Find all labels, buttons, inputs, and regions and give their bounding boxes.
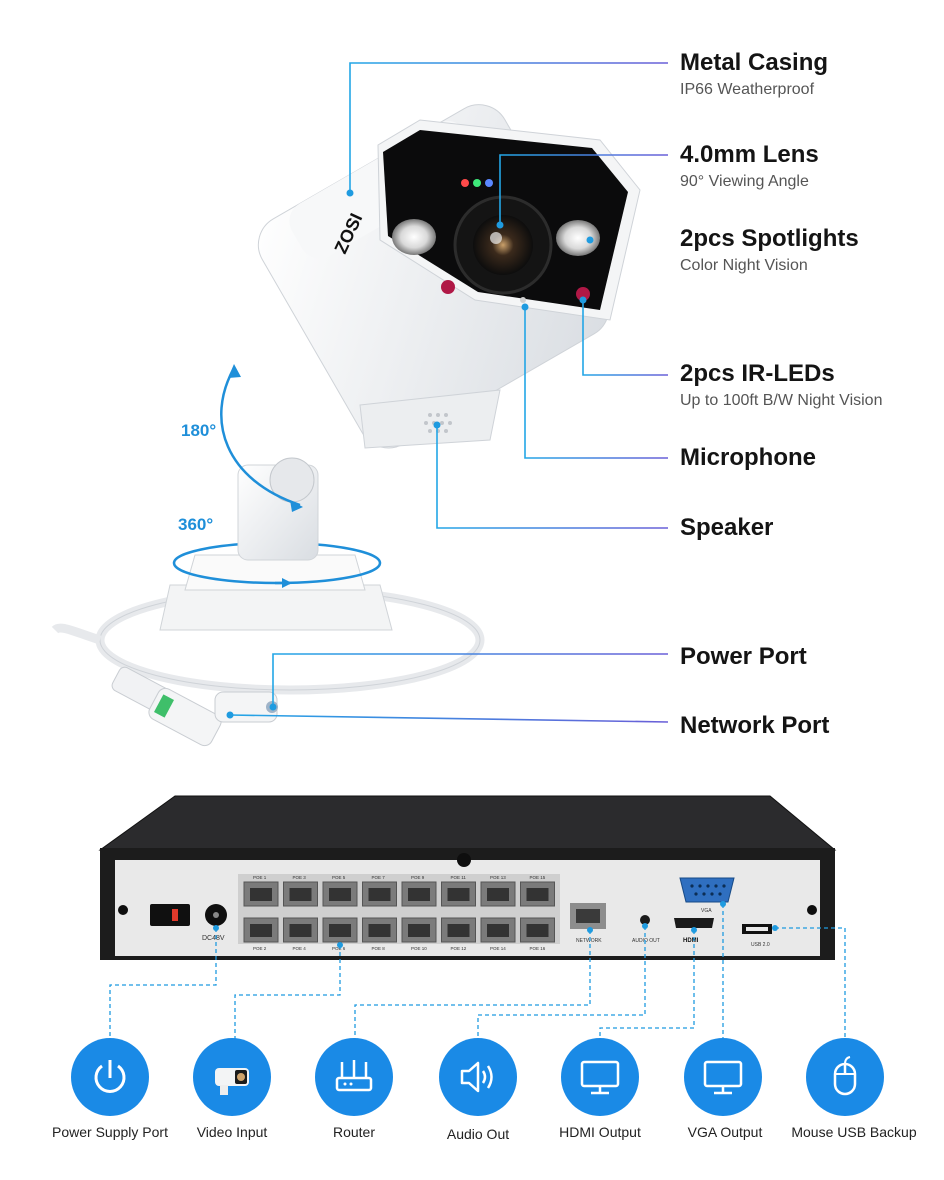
poe-port-label: POE 9 [411, 875, 425, 880]
router-icon [335, 1060, 373, 1092]
svg-text:AUDIO OUT: AUDIO OUT [632, 938, 660, 944]
port-label-router: Router [332, 1124, 376, 1140]
port-label-audio-out: Audio Out [446, 1126, 510, 1142]
video-input-icon-circle [193, 1038, 271, 1116]
hdmi-output-icon-circle [561, 1038, 639, 1116]
router-icon-circle [315, 1038, 393, 1116]
feature-title: Speaker [680, 514, 774, 541]
vga-output-icon-circle [684, 1038, 762, 1116]
feature-subtitle: IP66 Weatherproof [680, 81, 815, 98]
feature-title: 2pcs IR-LEDs [680, 360, 835, 387]
poe-port-label: POE 10 [411, 946, 427, 951]
poe-port-label: POE 5 [332, 875, 346, 880]
nvr-rear-panel: DC48V POE 1 POE 2 POE 3 POE 4 POE 5 POE 6 POE … [98, 795, 846, 1042]
feature-lens: 4.0mm Lens 90° Viewing Angle [680, 140, 819, 192]
feature-title: 2pcs Spotlights [680, 225, 859, 252]
poe-port-label: POE 3 [293, 875, 307, 880]
svg-text:DC48V: DC48V [202, 935, 225, 942]
feature-title: Power Port [680, 643, 807, 670]
poe-port-label: POE 8 [372, 946, 386, 951]
svg-text:USB 2.0: USB 2.0 [751, 942, 770, 948]
feature-network-port: Network Port [680, 711, 829, 741]
camera-illustration: ZOSI [51, 62, 669, 747]
poe-port-label: POE 12 [451, 946, 467, 951]
poe-port-label: POE 15 [530, 875, 546, 880]
feature-ir-leds: 2pcs IR-LEDs Up to 100ft B/W Night Visio… [680, 359, 882, 411]
mouse-icon [833, 1056, 857, 1096]
feature-title: Microphone [680, 444, 816, 471]
poe-port-label: POE 2 [253, 946, 267, 951]
feature-metal-casing: Metal Casing IP66 Weatherproof [680, 48, 828, 100]
feature-microphone: Microphone [680, 443, 816, 473]
poe-port-label: POE 11 [451, 875, 467, 880]
poe-port-label: POE 14 [490, 946, 506, 951]
feature-subtitle: Up to 100ft B/W Night Vision [680, 392, 883, 409]
feature-subtitle: 90° Viewing Angle [680, 173, 809, 190]
port-label-video-input: Video Input [196, 1124, 268, 1140]
camera-icon [215, 1068, 249, 1095]
poe-port-label: POE 4 [293, 946, 307, 951]
svg-text:NETWORK: NETWORK [576, 938, 602, 944]
cable-connectors [111, 666, 278, 747]
poe-port [401, 917, 437, 943]
pan-angle-label: 360° [178, 515, 214, 534]
poe-port-label: POE 7 [372, 875, 386, 880]
feature-subtitle: Color Night Vision [680, 257, 808, 274]
monitor-icon [703, 1060, 743, 1095]
feature-speaker: Speaker [680, 513, 773, 543]
port-label-power-supply: Power Supply Port [52, 1124, 168, 1140]
poe-port-label: POE 1 [253, 875, 267, 880]
feature-title: Network Port [680, 712, 830, 739]
power-icon [94, 1060, 126, 1093]
poe-port-label: POE 6 [332, 946, 346, 951]
mouse-usb-icon-circle [806, 1038, 884, 1116]
audio-out-icon-circle [439, 1038, 517, 1116]
tilt-angle-label: 180° [181, 421, 217, 440]
speaker-icon [460, 1061, 493, 1093]
feature-power-port: Power Port [680, 642, 807, 672]
poe-port [441, 881, 476, 907]
port-label-hdmi-output: HDMI Output [559, 1124, 641, 1140]
feature-title: Metal Casing [680, 49, 829, 76]
feature-spotlights: 2pcs Spotlights Color Night Vision [680, 224, 859, 276]
poe-port-label: POE 16 [530, 946, 546, 951]
port-label-vga-output: VGA Output [687, 1124, 763, 1140]
poe-port [441, 917, 476, 943]
port-label-mouse-usb: Mouse USB Backup [791, 1124, 917, 1140]
power-port-icon-circle [71, 1038, 149, 1116]
feature-title: 4.0mm Lens [680, 141, 819, 168]
svg-text:HDMI: HDMI [683, 938, 699, 944]
monitor-icon [580, 1060, 620, 1095]
svg-text:VGA: VGA [701, 908, 712, 914]
poe-port-label: POE 13 [490, 875, 506, 880]
